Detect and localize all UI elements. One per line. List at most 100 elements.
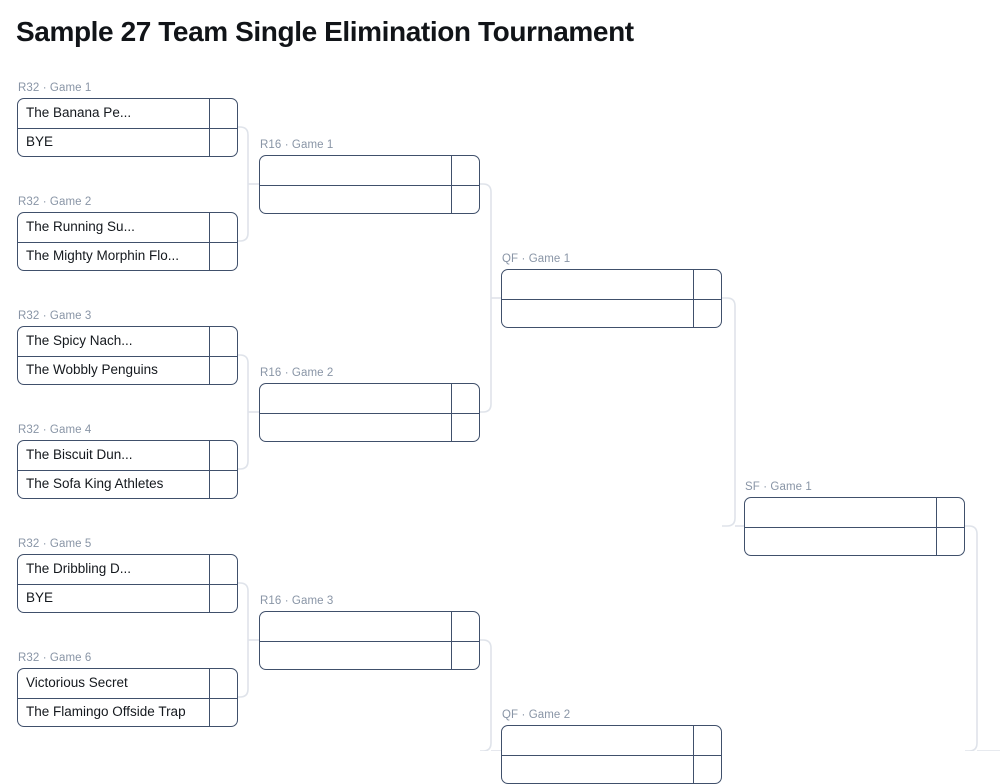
- match-slot[interactable]: [260, 184, 479, 213]
- match-slot[interactable]: [502, 754, 721, 783]
- team-name: The Spicy Nach...: [26, 333, 133, 349]
- score-cell[interactable]: [209, 470, 237, 498]
- score-cell[interactable]: [693, 726, 721, 755]
- team-name: The Sofa King Athletes: [26, 476, 164, 492]
- match-r16-game-2[interactable]: R16 · Game 2: [259, 367, 480, 442]
- match-box[interactable]: [259, 383, 480, 442]
- score-cell[interactable]: [209, 242, 237, 270]
- match-qf-game-2[interactable]: QF · Game 2: [501, 709, 722, 784]
- match-box[interactable]: The Running Su... The Mighty Morphin Flo.…: [17, 212, 238, 271]
- match-slot[interactable]: [260, 612, 479, 641]
- connector-bracket: [238, 582, 249, 698]
- match-box[interactable]: The Spicy Nach... The Wobbly Penguins: [17, 326, 238, 385]
- score-cell[interactable]: [209, 356, 237, 384]
- score-cell[interactable]: [693, 299, 721, 327]
- match-box[interactable]: The Banana Pe... BYE: [17, 98, 238, 157]
- team-name: The Dribbling D...: [26, 561, 132, 577]
- score-cell[interactable]: [209, 128, 237, 156]
- match-box[interactable]: [259, 611, 480, 670]
- match-sf-game-1[interactable]: SF · Game 1: [744, 481, 965, 556]
- match-box[interactable]: [259, 155, 480, 214]
- match-label: R16 · Game 2: [260, 367, 334, 379]
- score-cell[interactable]: [209, 555, 237, 584]
- score-cell[interactable]: [451, 641, 479, 669]
- match-slot[interactable]: The Flamingo Offside Trap: [18, 697, 237, 726]
- score-cell[interactable]: [209, 99, 237, 128]
- match-slot[interactable]: The Dribbling D...: [18, 555, 237, 584]
- team-name: The Wobbly Penguins: [26, 362, 158, 378]
- score-cell[interactable]: [209, 327, 237, 356]
- match-slot[interactable]: [260, 412, 479, 441]
- score-cell[interactable]: [209, 441, 237, 470]
- match-box[interactable]: [744, 497, 965, 556]
- match-slot[interactable]: Victorious Secret: [18, 669, 237, 698]
- match-slot[interactable]: [260, 640, 479, 669]
- match-label: QF · Game 1: [502, 253, 571, 265]
- match-slot[interactable]: The Spicy Nach...: [18, 327, 237, 356]
- score-cell[interactable]: [936, 498, 964, 527]
- score-cell[interactable]: [693, 270, 721, 299]
- match-label: R32 · Game 2: [18, 196, 92, 208]
- match-label: R32 · Game 4: [18, 424, 92, 436]
- score-cell[interactable]: [693, 755, 721, 783]
- match-slot[interactable]: [745, 498, 964, 527]
- score-cell[interactable]: [209, 669, 237, 698]
- match-box[interactable]: [501, 725, 722, 784]
- match-slot[interactable]: [260, 384, 479, 413]
- match-slot[interactable]: The Sofa King Athletes: [18, 469, 237, 498]
- match-slot[interactable]: [502, 298, 721, 327]
- team-name: The Mighty Morphin Flo...: [26, 248, 180, 264]
- match-slot[interactable]: BYE: [18, 583, 237, 612]
- team-name: BYE: [26, 134, 54, 150]
- match-label: R32 · Game 1: [18, 82, 92, 94]
- team-name: Victorious Secret: [26, 675, 128, 691]
- match-slot[interactable]: The Biscuit Dun...: [18, 441, 237, 470]
- score-cell[interactable]: [451, 413, 479, 441]
- connector-bracket: [480, 639, 492, 751]
- score-cell[interactable]: [209, 698, 237, 726]
- score-cell[interactable]: [209, 584, 237, 612]
- page-title: Sample 27 Team Single Elimination Tourna…: [16, 16, 634, 47]
- match-r16-game-3[interactable]: R16 · Game 3: [259, 595, 480, 670]
- team-name: The Biscuit Dun...: [26, 447, 133, 463]
- match-slot[interactable]: [502, 726, 721, 755]
- score-cell[interactable]: [451, 156, 479, 185]
- score-cell[interactable]: [451, 185, 479, 213]
- team-name: The Banana Pe...: [26, 105, 132, 121]
- score-cell[interactable]: [451, 384, 479, 413]
- team-name: BYE: [26, 590, 54, 606]
- match-slot[interactable]: [502, 270, 721, 299]
- match-r32-game-2[interactable]: R32 · Game 2 The Running Su... The Mighty …: [17, 196, 238, 271]
- match-label: SF · Game 1: [745, 481, 812, 493]
- bracket-page: Sample 27 Team Single Elimination Tourna…: [16, 16, 1000, 784]
- match-label: R32 · Game 6: [18, 652, 92, 664]
- match-slot[interactable]: BYE: [18, 127, 237, 156]
- match-slot[interactable]: [745, 526, 964, 555]
- match-slot[interactable]: The Running Su...: [18, 213, 237, 242]
- match-r32-game-4[interactable]: R32 · Game 4 The Biscuit Dun... The Sofa K…: [17, 424, 238, 499]
- score-cell[interactable]: [209, 213, 237, 242]
- score-cell[interactable]: [451, 612, 479, 641]
- match-slot[interactable]: The Mighty Morphin Flo...: [18, 241, 237, 270]
- match-r32-game-1[interactable]: R32 · Game 1 The Banana Pe... BYE: [17, 82, 238, 157]
- match-label: R16 · Game 1: [260, 139, 334, 151]
- match-label: QF · Game 2: [502, 709, 571, 721]
- match-slot[interactable]: [260, 156, 479, 185]
- match-box[interactable]: [501, 269, 722, 328]
- match-r16-game-1[interactable]: R16 · Game 1: [259, 139, 480, 214]
- score-cell[interactable]: [936, 527, 964, 555]
- match-qf-game-1[interactable]: QF · Game 1: [501, 253, 722, 328]
- connector-bracket: [480, 183, 492, 413]
- team-name: The Running Su...: [26, 219, 135, 235]
- match-box[interactable]: The Dribbling D... BYE: [17, 554, 238, 613]
- match-slot[interactable]: The Banana Pe...: [18, 99, 237, 128]
- connector-bracket: [238, 126, 249, 242]
- match-box[interactable]: The Biscuit Dun... The Sofa King Athletes: [17, 440, 238, 499]
- match-slot[interactable]: The Wobbly Penguins: [18, 355, 237, 384]
- team-name: The Flamingo Offside Trap: [26, 704, 186, 720]
